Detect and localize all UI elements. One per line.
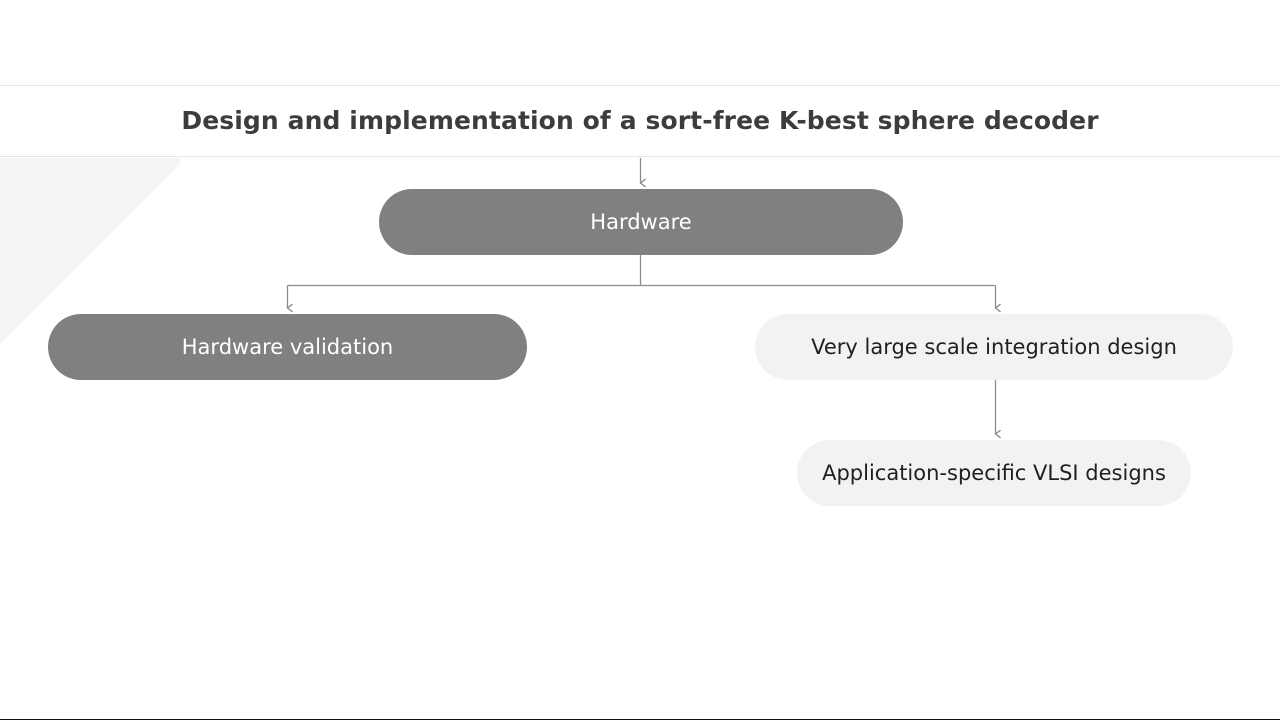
title-bar: Design and implementation of a sort-free…: [0, 85, 1280, 157]
node-vlsi[interactable]: Very large scale integration design: [755, 314, 1233, 380]
node-hardware[interactable]: Hardware: [379, 189, 903, 255]
node-application-specific-vlsi-designs[interactable]: Application-specific VLSI designs: [797, 440, 1191, 506]
node-hardware-label: Hardware: [590, 209, 692, 234]
page-title: Design and implementation of a sort-free…: [181, 106, 1099, 135]
node-vlsi-label: Very large scale integration design: [811, 334, 1177, 359]
node-hardware-validation-label: Hardware validation: [181, 334, 394, 359]
edge-root-to-children: [288, 255, 996, 308]
node-hardware-validation[interactable]: Hardware validation: [48, 314, 527, 380]
footer-divider: [0, 635, 1280, 636]
node-application-specific-vlsi-designs-label: Application-specific VLSI designs: [822, 460, 1166, 485]
